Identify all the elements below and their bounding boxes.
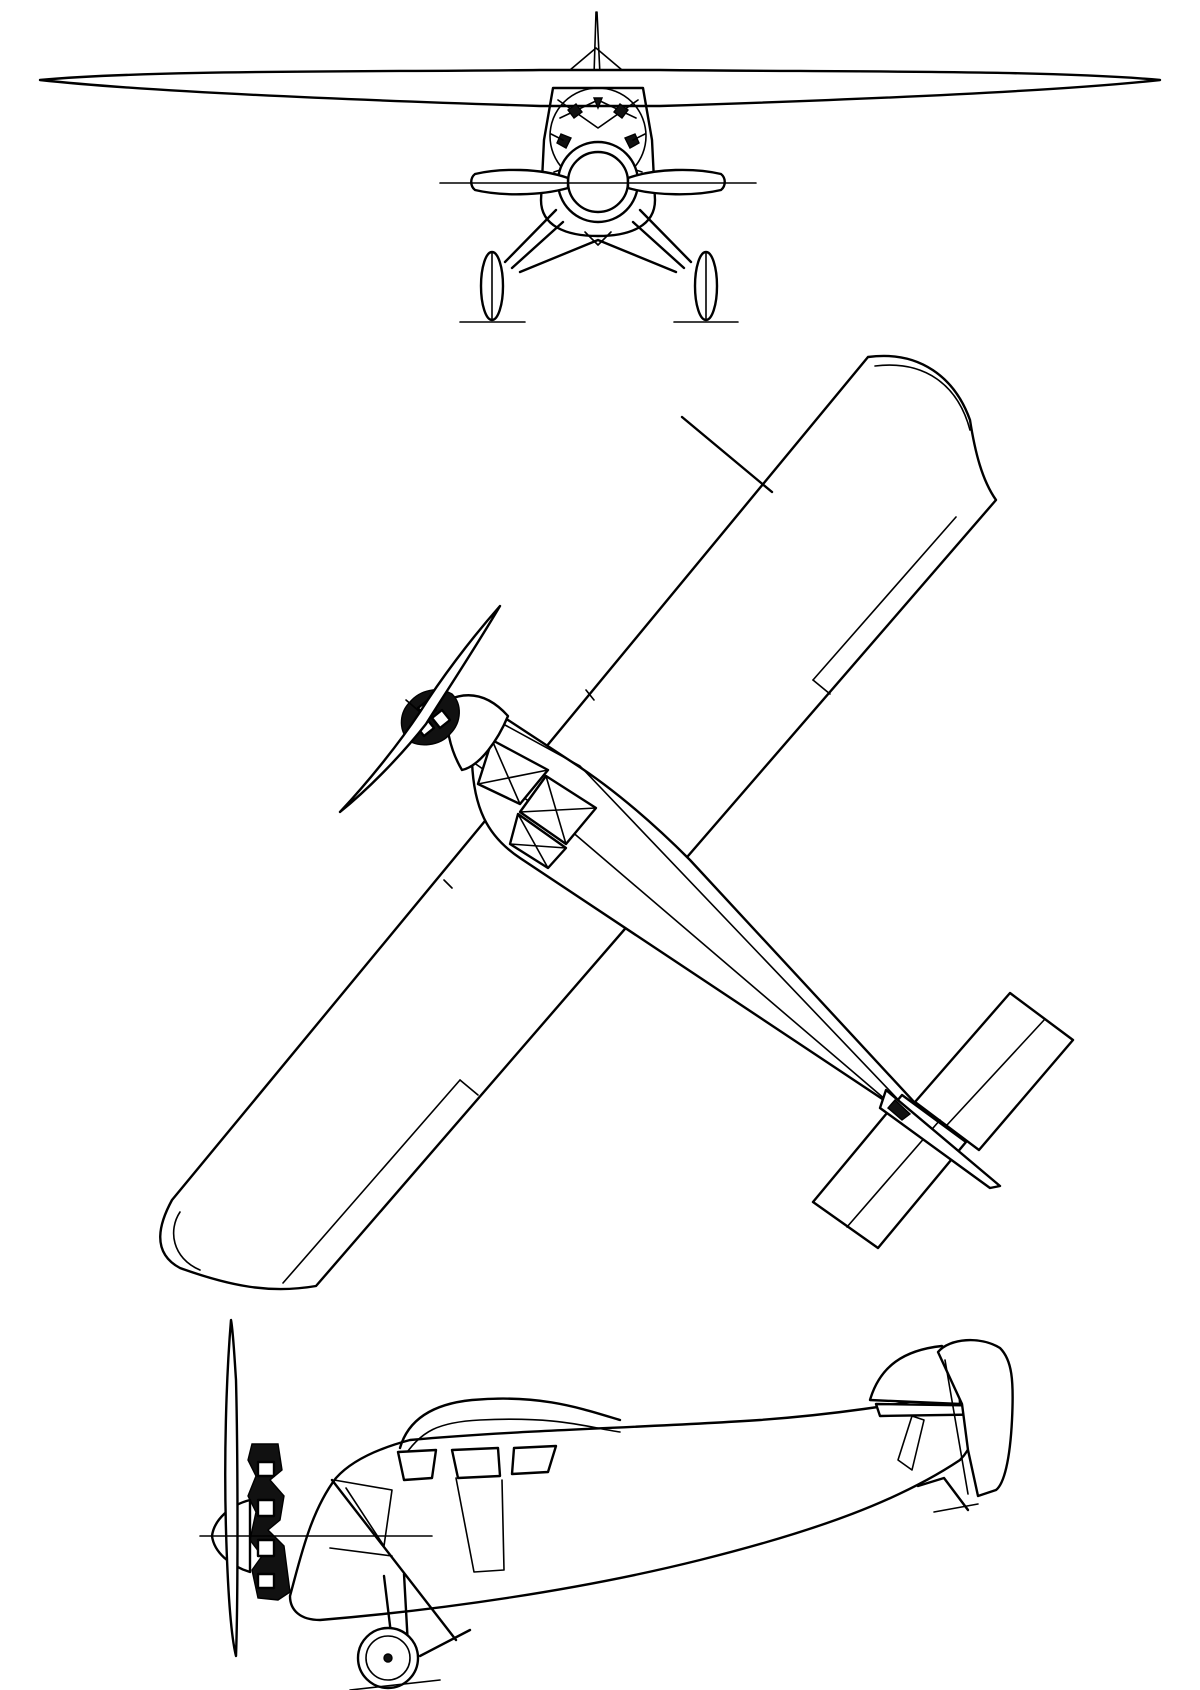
side-fuselage (288, 1378, 982, 1622)
top-propeller (338, 604, 502, 814)
side-view (199, 1318, 1014, 1690)
front-spinner (566, 150, 630, 214)
side-propeller (224, 1318, 239, 1658)
front-view (38, 11, 1162, 323)
top-cabin-windows (476, 738, 598, 870)
side-rudder (936, 1338, 1014, 1498)
top-right-aileron (812, 516, 957, 681)
front-propeller (470, 168, 570, 196)
side-tail-skid (916, 1476, 970, 1512)
side-radial-engine (247, 1443, 291, 1601)
front-vertical-fin (593, 11, 601, 76)
side-cabin-windows (396, 1444, 558, 1573)
top-strut-upper (680, 415, 774, 494)
top-engine-cowl (445, 694, 510, 772)
top-view (159, 354, 1075, 1291)
front-landing-gear (459, 208, 739, 323)
side-strut (330, 1478, 458, 1642)
front-fuselage (539, 86, 657, 238)
side-ground-line (349, 1679, 441, 1690)
side-landing-gear (349, 1572, 472, 1690)
top-left-aileron (282, 1079, 461, 1284)
